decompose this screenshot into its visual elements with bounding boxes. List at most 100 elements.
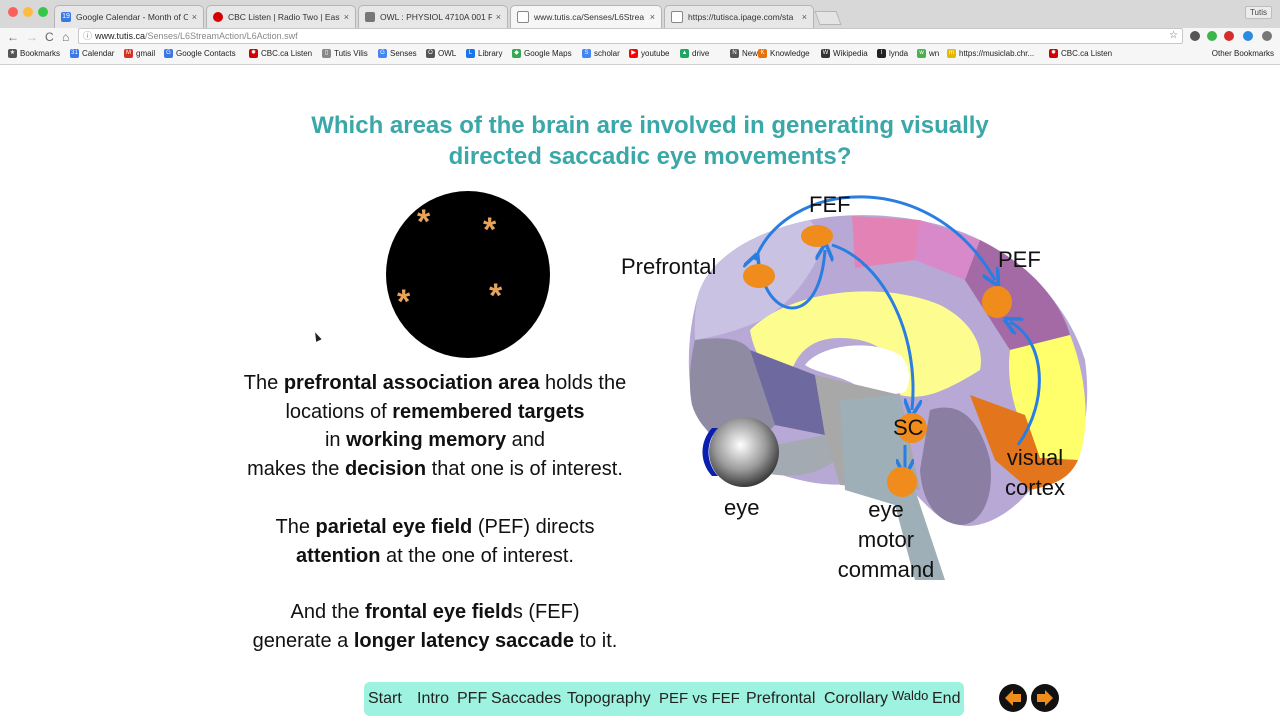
info-icon[interactable]: ⓘ xyxy=(83,31,93,41)
url-host: www.tutis.ca xyxy=(95,31,146,41)
nav-item-corollary[interactable]: Corollary xyxy=(824,690,889,707)
bookmark-label: Bookmarks xyxy=(20,49,61,58)
arrow-prefrontal-pef xyxy=(755,195,995,280)
extension-icon[interactable] xyxy=(1190,31,1200,41)
bookmark-label: drive xyxy=(692,49,710,58)
target-asterisk-icon: * xyxy=(483,211,497,249)
maximize-window-button[interactable] xyxy=(38,7,48,17)
lesson-heading: Which areas of the brain are involved in… xyxy=(230,110,1070,172)
fef-node xyxy=(801,225,833,247)
url-path: /Senses/L6StreamAction/L6Action.swf xyxy=(145,31,298,41)
nav-item-topography[interactable]: Topography xyxy=(567,690,651,707)
news-icon: N xyxy=(730,49,739,58)
browser-tab-active[interactable]: www.tutis.ca/Senses/L6Strea × xyxy=(510,5,662,28)
previous-button[interactable] xyxy=(999,684,1027,712)
contacts-icon: G xyxy=(164,49,173,58)
browser-tab[interactable]: CBC Listen | Radio Two | Easte × xyxy=(206,5,356,28)
nav-item-start[interactable]: Start xyxy=(368,690,402,707)
tab-close-icon[interactable]: × xyxy=(801,12,807,22)
nav-item-intro[interactable]: Intro xyxy=(417,690,450,707)
tab-title: www.tutis.ca/Senses/L6Strea xyxy=(534,12,645,22)
nav-item-saccades[interactable]: Saccades xyxy=(491,690,562,707)
scholar-icon: S xyxy=(582,49,591,58)
bookmark-item[interactable]: ▯Tutis Vilis xyxy=(322,49,368,58)
bookmark-item[interactable]: ◆Google Maps xyxy=(512,49,572,58)
browser-tab[interactable]: 19 Google Calendar - Month of O × xyxy=(54,5,204,28)
bookmark-label: wn xyxy=(929,49,940,58)
tab-title: Google Calendar - Month of O xyxy=(76,12,188,22)
home-icon[interactable]: ⌂ xyxy=(62,30,70,44)
lastpass-icon[interactable] xyxy=(1224,31,1234,41)
corpus-callosum-region xyxy=(750,291,981,397)
browser-tab[interactable]: OWL : PHYSIOL 4710A 001 F × xyxy=(358,5,508,28)
bookmark-label: News xyxy=(742,49,763,58)
extension-icon[interactable] xyxy=(1243,31,1253,41)
bookmark-label: scholar xyxy=(594,49,620,58)
tab-close-icon[interactable]: × xyxy=(191,12,197,22)
youtube-icon: ▶ xyxy=(629,49,638,58)
brain-diagram xyxy=(688,195,1088,580)
evernote-icon[interactable] xyxy=(1207,31,1217,41)
bookmark-label: CBC.ca Listen xyxy=(1061,49,1113,58)
profile-button[interactable]: Tutis xyxy=(1244,6,1272,19)
bookmark-label: youtube xyxy=(641,49,670,58)
target-asterisk-icon: * xyxy=(417,203,431,241)
forward-arrow-icon[interactable]: → xyxy=(26,30,38,44)
google-icon: G xyxy=(378,49,387,58)
bookmark-label: Library xyxy=(478,49,503,58)
nav-item-end[interactable]: End xyxy=(932,690,961,707)
bookmark-item[interactable]: ✹CBC.ca Listen xyxy=(249,49,312,58)
nav-item-waldo[interactable]: Waldo xyxy=(892,688,929,703)
new-tab-button[interactable] xyxy=(814,11,842,25)
bookmark-item[interactable]: ✹CBC.ca Listen xyxy=(1049,49,1112,58)
occipital-region xyxy=(970,395,1078,490)
bookmark-item[interactable]: ▶youtube xyxy=(629,49,669,58)
other-bookmarks-folder[interactable]: Other Bookmarks xyxy=(1211,49,1274,58)
nav-item-pff[interactable]: PFF xyxy=(457,690,488,707)
tab-close-icon[interactable]: × xyxy=(343,12,349,22)
nav-item-prefrontal[interactable]: Prefrontal xyxy=(746,690,816,707)
fef-paragraph: And the frontal eye fields (FEF) generat… xyxy=(252,601,618,652)
wikipedia-icon: W xyxy=(821,49,830,58)
library-icon: L xyxy=(466,49,475,58)
prefrontal-node xyxy=(743,264,775,288)
eye-ball xyxy=(709,417,779,487)
close-window-button[interactable] xyxy=(8,7,18,17)
tab-close-icon[interactable]: × xyxy=(495,12,501,22)
bookmark-item[interactable]: ▲drive xyxy=(680,49,709,58)
prefrontal-paragraph: The prefrontal association area holds th… xyxy=(243,372,627,480)
nav-item-pef-vs-fef[interactable]: PEF vs FEF xyxy=(659,690,740,707)
reload-icon[interactable]: C xyxy=(45,30,54,44)
bookmark-item[interactable]: ★Bookmarks xyxy=(8,49,60,58)
musiclab-icon: m xyxy=(947,49,956,58)
cbc-icon: ✹ xyxy=(1049,49,1058,58)
tab-close-icon[interactable]: × xyxy=(649,12,655,22)
insula-region xyxy=(750,350,825,435)
bookmark-star-icon[interactable]: ☆ xyxy=(1169,30,1178,41)
next-button[interactable] xyxy=(1031,684,1059,712)
address-bar[interactable]: ⓘ www.tutis.ca/Senses/L6StreamAction/L6A… xyxy=(78,28,1183,44)
minimize-window-button[interactable] xyxy=(23,7,33,17)
browser-tab[interactable]: https://tutisca.ipage.com/sta × xyxy=(664,5,814,28)
arrow-fef-sc xyxy=(831,243,913,410)
browser-tab-strip: 19 Google Calendar - Month of O × CBC Li… xyxy=(0,0,1280,28)
page-icon: ▯ xyxy=(322,49,331,58)
menu-icon[interactable] xyxy=(1262,31,1272,41)
back-arrow-icon[interactable]: ← xyxy=(7,30,19,44)
next-arrow-icon xyxy=(1037,690,1053,706)
heading-line: Which areas of the brain are involved in… xyxy=(311,112,989,139)
